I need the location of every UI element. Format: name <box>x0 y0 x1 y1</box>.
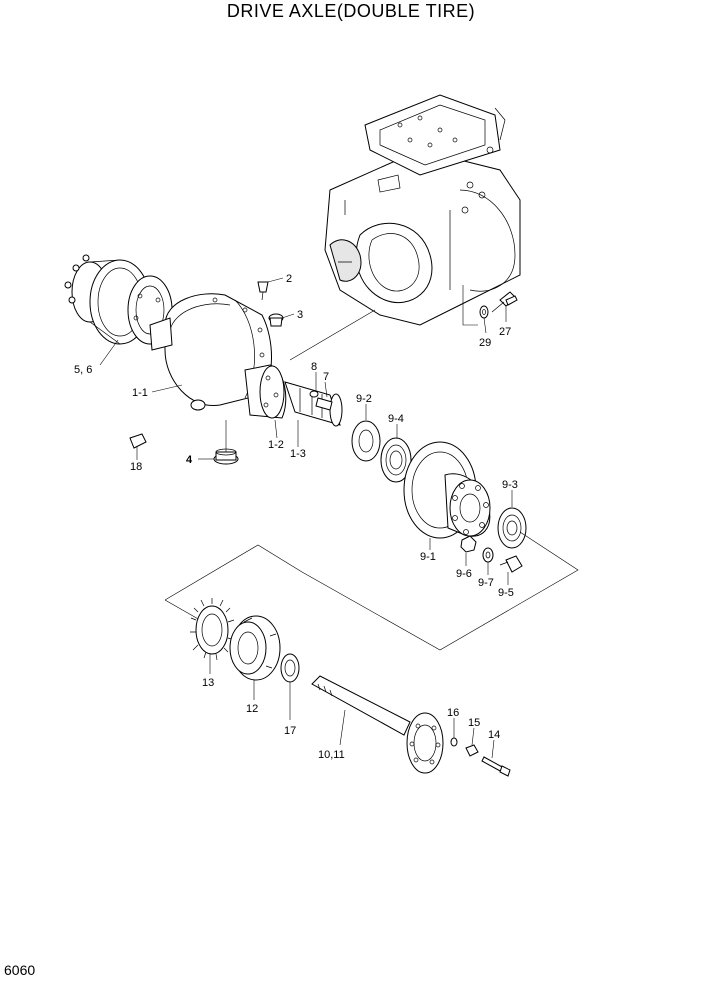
plug-4 <box>213 448 239 465</box>
lock-washer-13 <box>190 598 235 661</box>
callout-27: 27 <box>499 326 511 338</box>
callout-13: 13 <box>202 677 214 689</box>
page-title: DRIVE AXLE(DOUBLE TIRE) <box>226 1 476 21</box>
page-number: 6060 <box>4 962 36 978</box>
bolt-14 <box>481 756 511 777</box>
callout-4: 4 <box>186 454 193 466</box>
plug-3 <box>268 313 284 327</box>
callout-14: 14 <box>488 729 500 741</box>
shaft-1-3 <box>284 381 343 427</box>
callout-8: 8 <box>311 361 317 373</box>
bolt-9-5 <box>499 555 523 573</box>
callout-29: 29 <box>479 337 491 349</box>
callout-9-4: 9-4 <box>388 413 404 425</box>
washer-15 <box>465 744 479 757</box>
breather-2 <box>257 281 269 301</box>
spacer-17 <box>280 653 300 683</box>
callout-2: 2 <box>286 273 292 285</box>
callout-3: 3 <box>297 309 303 321</box>
callout-1-2: 1-2 <box>268 439 284 451</box>
callout-5-6: 5, 6 <box>74 364 92 376</box>
seal-9-2 <box>351 420 381 462</box>
callout-1-3: 1-3 <box>290 448 306 460</box>
bearing-9-3 <box>497 507 527 549</box>
bolt-27 <box>491 291 518 313</box>
callout-12: 12 <box>246 703 258 715</box>
plug-18 <box>129 433 147 449</box>
callout-17: 17 <box>284 725 296 737</box>
callout-9-5: 9-5 <box>498 587 514 599</box>
callout-10-11: 10,11 <box>318 749 345 761</box>
washer-9-7 <box>482 547 494 563</box>
callout-15: 15 <box>468 717 480 729</box>
transmission-housing <box>324 94 521 326</box>
callout-18: 18 <box>130 461 142 473</box>
nut-9-6 <box>460 535 477 553</box>
pin-16 <box>450 737 458 747</box>
callout-9-6: 9-6 <box>456 568 472 580</box>
washer-29 <box>479 305 489 319</box>
axle-housing-1-1 <box>149 293 272 411</box>
fitting-8-7 <box>309 390 333 411</box>
callout-7: 7 <box>323 371 329 383</box>
callout-1-1: 1-1 <box>132 387 148 399</box>
wheel-hub-9-1 <box>403 441 491 539</box>
callout-9-2: 9-2 <box>356 393 372 405</box>
axle-shaft-10-11 <box>311 675 444 774</box>
ring-nut-12 <box>229 615 281 681</box>
callout-9-3: 9-3 <box>502 479 518 491</box>
bearing-9-4 <box>380 437 412 483</box>
callout-9-7: 9-7 <box>478 577 494 589</box>
spindle-1-2 <box>244 364 287 419</box>
callout-16: 16 <box>447 707 459 719</box>
callout-9-1: 9-1 <box>420 551 436 563</box>
